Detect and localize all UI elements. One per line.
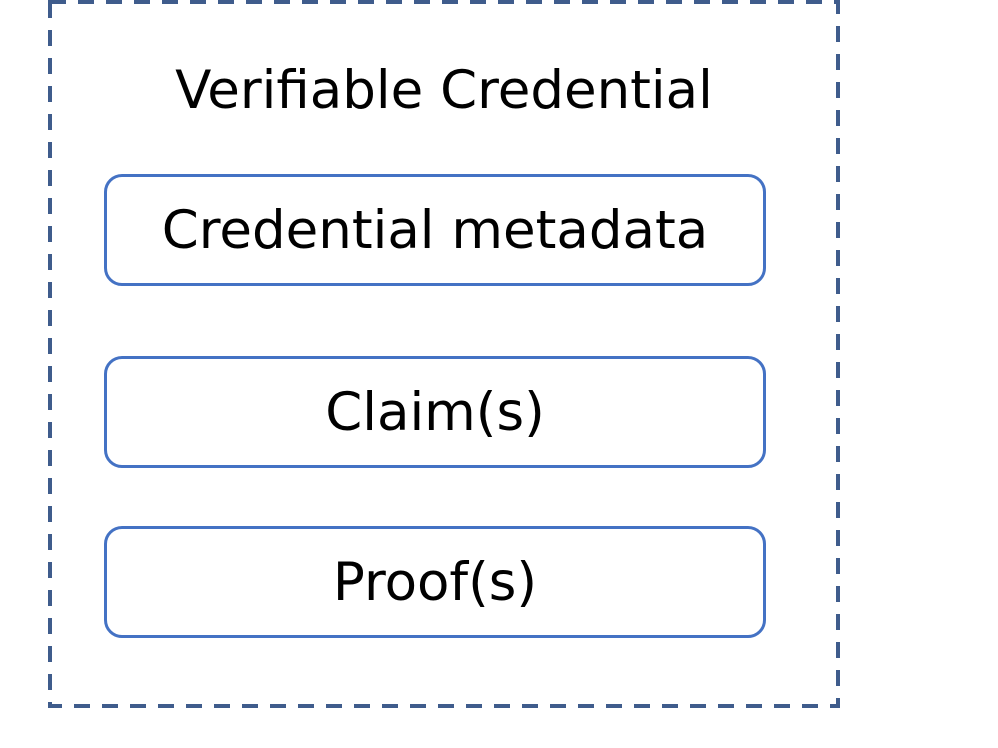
claims-box: Claim(s) xyxy=(104,356,766,468)
diagram-title: Verifiable Credential xyxy=(175,60,713,121)
proofs-box: Proof(s) xyxy=(104,526,766,638)
credential-metadata-box: Credential metadata xyxy=(104,174,766,286)
proofs-label: Proof(s) xyxy=(332,551,538,613)
claims-label: Claim(s) xyxy=(325,381,545,443)
credential-metadata-label: Credential metadata xyxy=(161,199,709,261)
